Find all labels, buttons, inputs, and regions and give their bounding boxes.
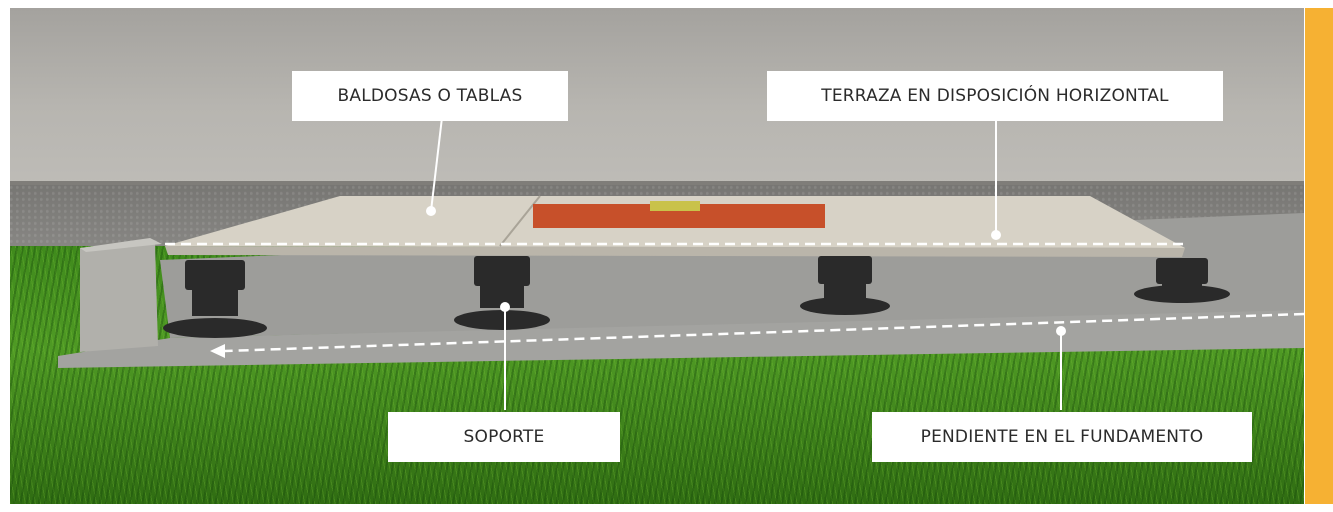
callout-dot-slope bbox=[1056, 326, 1066, 336]
callout-line-tiles bbox=[430, 108, 444, 212]
support-pedestal bbox=[454, 256, 550, 330]
curb-top bbox=[80, 238, 162, 252]
tile-deck-edge bbox=[165, 246, 1185, 257]
terrace-scene bbox=[58, 108, 1304, 410]
accent-stripe bbox=[1305, 8, 1333, 504]
slope-dashed-line bbox=[224, 312, 1304, 353]
label-support: SOPORTE bbox=[388, 412, 620, 462]
support-pedestal bbox=[1134, 258, 1230, 303]
label-slope: PENDIENTE EN EL FUNDAMENTO bbox=[872, 412, 1252, 462]
label-tiles: BALDOSAS O TABLAS bbox=[292, 71, 568, 121]
callout-dot-tiles bbox=[426, 206, 436, 216]
support-pedestal bbox=[163, 260, 267, 338]
slope-arrow-head bbox=[210, 344, 225, 358]
foundation-slab bbox=[58, 308, 1304, 368]
callout-dot-terrace bbox=[991, 230, 1001, 240]
callout-dot-support bbox=[500, 302, 510, 312]
label-terrace: TERRAZA EN DISPOSICIÓN HORIZONTAL bbox=[767, 71, 1223, 121]
wall-base-line bbox=[10, 181, 1304, 185]
level-vial bbox=[650, 201, 700, 211]
curb-front bbox=[80, 244, 158, 352]
support-pedestal bbox=[800, 256, 890, 315]
diagram-frame bbox=[10, 8, 1304, 504]
